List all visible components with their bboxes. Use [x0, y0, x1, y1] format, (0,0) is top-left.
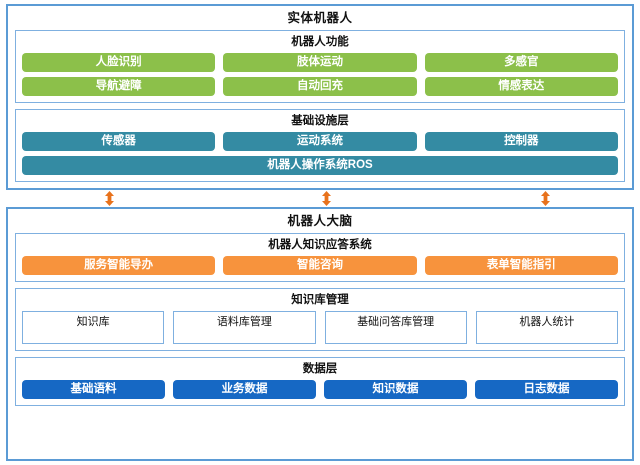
qa-service-smart-guidance[interactable]: 服务智能导办	[22, 256, 216, 275]
infra-sensor[interactable]: 传感器	[22, 132, 216, 151]
kb-card-robot-statistics: 机器人统计 用户画像 机器人监督分析	[475, 311, 618, 344]
knowledge-base-title: 知识库管理	[291, 294, 349, 306]
qa-system-section: 机器人知识应答系统 服务智能导办 智能咨询 表单智能指引	[15, 233, 625, 282]
function-multi-sensory[interactable]: 多感官	[424, 53, 618, 72]
infrastructure-section: 基础设施层 传感器 运动系统 控制器 机器人操作系统ROS	[15, 109, 625, 182]
knowledge-base-section: 知识库管理 知识库 服务场景 知识图谱 语料库管理 通用语料 领域语料 基础问答…	[15, 288, 625, 351]
data-layer-section: 数据层 基础语料 业务数据 知识数据 日志数据	[15, 357, 625, 406]
data-layer-title: 数据层	[302, 363, 338, 375]
function-face-recognition[interactable]: 人脸识别	[22, 53, 216, 72]
robot-brain-title: 机器人大脑	[287, 214, 353, 228]
infrastructure-title: 基础设施层	[291, 115, 349, 127]
physical-robot-panel: 实体机器人 机器人功能 人脸识别 肢体运动 多感官 导航避障 自动回充 情感表达…	[6, 4, 634, 190]
infra-motion-system[interactable]: 运动系统	[223, 132, 417, 151]
robot-functions-row-2: 导航避障 自动回充 情感表达	[22, 77, 618, 96]
qa-system-title: 机器人知识应答系统	[268, 239, 372, 251]
data-log-data[interactable]: 日志数据	[475, 380, 618, 399]
robot-brain-panel: 机器人大脑 机器人知识应答系统 服务智能导办 智能咨询 表单智能指引 知识库管理…	[6, 207, 634, 461]
qa-form-smart-guide[interactable]: 表单智能指引	[424, 256, 618, 275]
data-basic-corpus[interactable]: 基础语料	[22, 380, 165, 399]
kb-card-corpus-management: 语料库管理 通用语料 领域语料	[173, 311, 316, 344]
double-arrow-icon-left	[105, 191, 114, 206]
double-arrow-icon-center	[322, 191, 331, 206]
function-emotion-expression[interactable]: 情感表达	[424, 77, 618, 96]
data-layer-row: 基础语料 业务数据 知识数据 日志数据	[22, 380, 618, 399]
infrastructure-row-1: 传感器 运动系统 控制器	[22, 132, 618, 151]
robot-functions-row-1: 人脸识别 肢体运动 多感官	[22, 53, 618, 72]
qa-smart-consultation[interactable]: 智能咨询	[223, 256, 417, 275]
robot-functions-title: 机器人功能	[291, 36, 349, 48]
infra-controller[interactable]: 控制器	[424, 132, 618, 151]
kb-card-faq-management: 基础问答库管理 FAQ管理 知识文档管理	[324, 311, 467, 344]
robot-functions-section: 机器人功能 人脸识别 肢体运动 多感官 导航避障 自动回充 情感表达	[15, 30, 625, 103]
connector-arrows	[6, 190, 634, 207]
qa-system-row: 服务智能导办 智能咨询 表单智能指引	[22, 256, 618, 275]
physical-robot-title: 实体机器人	[287, 11, 353, 25]
double-arrow-icon-right	[541, 191, 550, 206]
kb-card-knowledge-base: 知识库 服务场景 知识图谱	[22, 311, 165, 344]
knowledge-base-columns: 知识库 服务场景 知识图谱 语料库管理 通用语料 领域语料 基础问答库管理 FA…	[22, 311, 618, 344]
kb-card-title-faq-management: 基础问答库管理	[357, 316, 435, 328]
kb-card-title-corpus-management: 语料库管理	[216, 316, 272, 328]
function-body-motion[interactable]: 肢体运动	[223, 53, 417, 72]
data-knowledge-data[interactable]: 知识数据	[324, 380, 467, 399]
data-business-data[interactable]: 业务数据	[173, 380, 316, 399]
infra-robot-os-ros[interactable]: 机器人操作系统ROS	[22, 156, 618, 175]
function-navigation-obstacle-avoidance[interactable]: 导航避障	[22, 77, 216, 96]
function-auto-recharge[interactable]: 自动回充	[223, 77, 417, 96]
kb-card-title-knowledge-base: 知识库	[76, 316, 110, 328]
kb-card-title-robot-statistics: 机器人统计	[519, 316, 575, 328]
infrastructure-row-2: 机器人操作系统ROS	[22, 156, 618, 175]
